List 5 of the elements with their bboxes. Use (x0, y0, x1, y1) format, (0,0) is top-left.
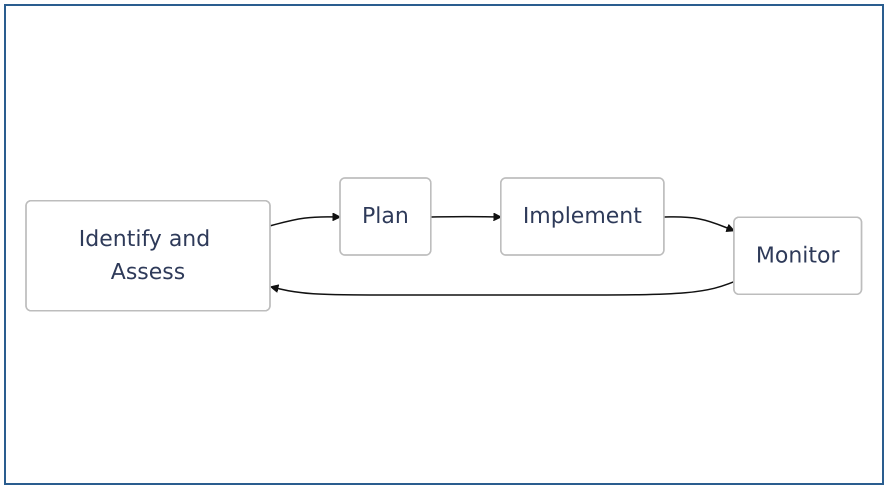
arrow (270, 281, 735, 296)
arrow (664, 216, 736, 232)
diagram-frame: Identify and Assess Plan Implement Monitor (4, 4, 884, 485)
arrow (432, 212, 502, 222)
arrow (270, 212, 342, 227)
